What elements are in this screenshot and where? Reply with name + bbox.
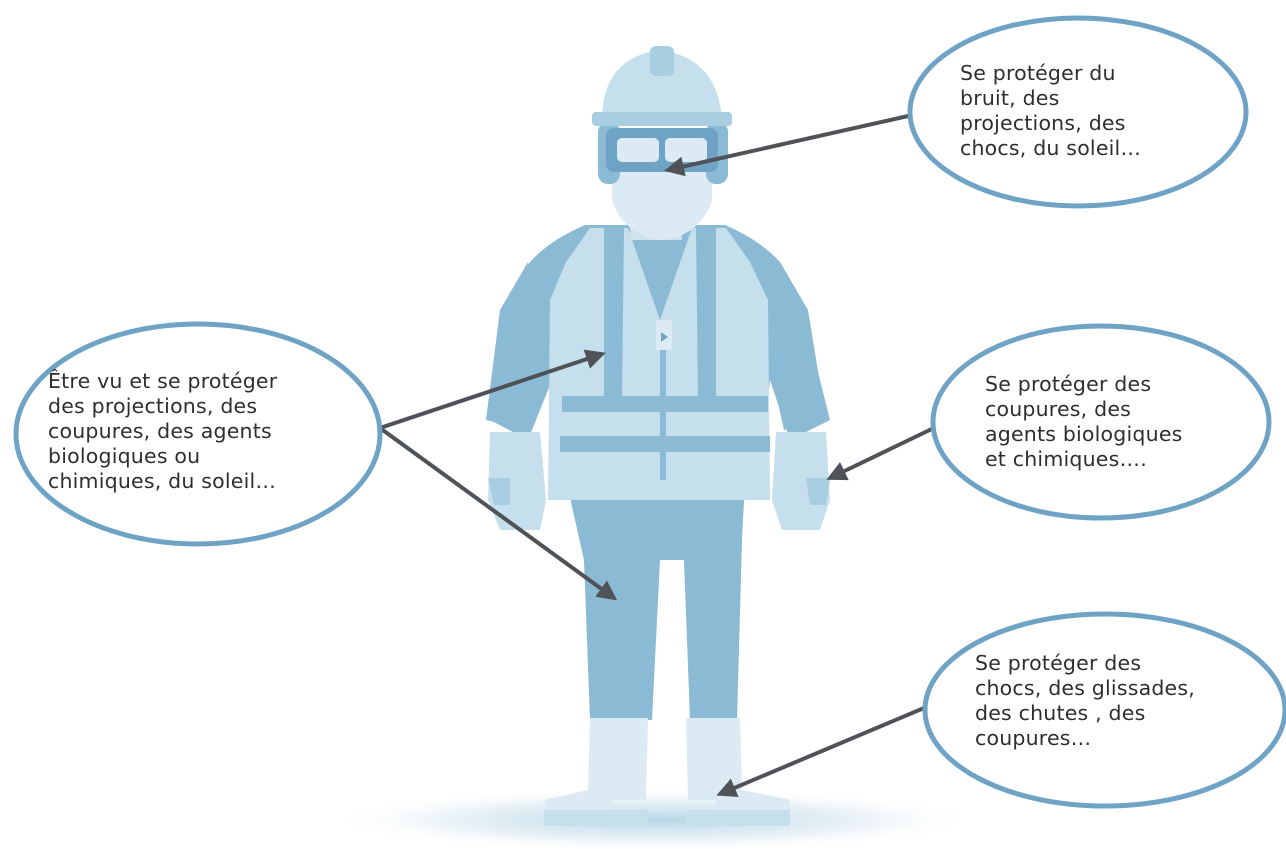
hard-hat [602, 50, 722, 120]
vest-zipper [660, 320, 666, 480]
bubble-head-text: Se protéger du bruit, des projections, d… [960, 61, 1141, 161]
vest-strap-left [604, 228, 624, 400]
bubble-line: Être vu et se protéger [48, 369, 278, 393]
bubble-body [13, 321, 383, 547]
bubble-line: coupures… [975, 726, 1092, 750]
gloves [488, 432, 830, 530]
bubble-line: agents biologiques [985, 422, 1183, 446]
bubble-line: bruit, des [960, 86, 1060, 110]
arrow-to-boot [716, 706, 925, 797]
bubble-line: des chutes , des [975, 701, 1146, 725]
worker-figure [486, 46, 830, 826]
floor-shadow [325, 788, 985, 849]
bubbles [13, 15, 1286, 809]
bubble-line: biologiques ou [48, 444, 201, 468]
safety-boots [544, 718, 790, 826]
bubble-feet-text: Se protéger des chocs, des glissades, de… [975, 651, 1195, 751]
bubble-hands-text: Se protéger des coupures, des agents bio… [985, 372, 1183, 472]
arrows [378, 114, 939, 797]
bubble-hands [930, 323, 1272, 521]
right-arm [762, 262, 826, 430]
bubble-line: projections, des [960, 111, 1126, 135]
bubble-line: coupures, des agents [48, 419, 272, 443]
arrow-to-goggles [664, 114, 909, 177]
arrow-to-trousers [378, 426, 618, 601]
bubble-line: Se protéger du [960, 61, 1116, 85]
bubble-line: des projections, des [48, 394, 258, 418]
bubble-line: et chimiques…. [985, 447, 1147, 471]
bubble-line: Se protéger des [985, 372, 1152, 396]
safety-goggles [606, 128, 718, 172]
bubble-line: chimiques, du soleil… [48, 469, 277, 493]
arrow-to-glove [826, 424, 939, 481]
trousers [566, 480, 745, 720]
arrow-to-vest [379, 349, 606, 430]
bubble-line: chocs, des glissades, [975, 676, 1195, 700]
bubble-feet [922, 611, 1286, 809]
vest-strap-right [696, 228, 716, 400]
bubble-body-text: Être vu et se protéger des projections, … [48, 369, 277, 494]
bubble-line: chocs, du soleil… [960, 136, 1142, 160]
bubble-head [907, 15, 1249, 209]
bubble-line: Se protéger des [975, 651, 1142, 675]
bubble-line: coupures, des [985, 397, 1132, 421]
